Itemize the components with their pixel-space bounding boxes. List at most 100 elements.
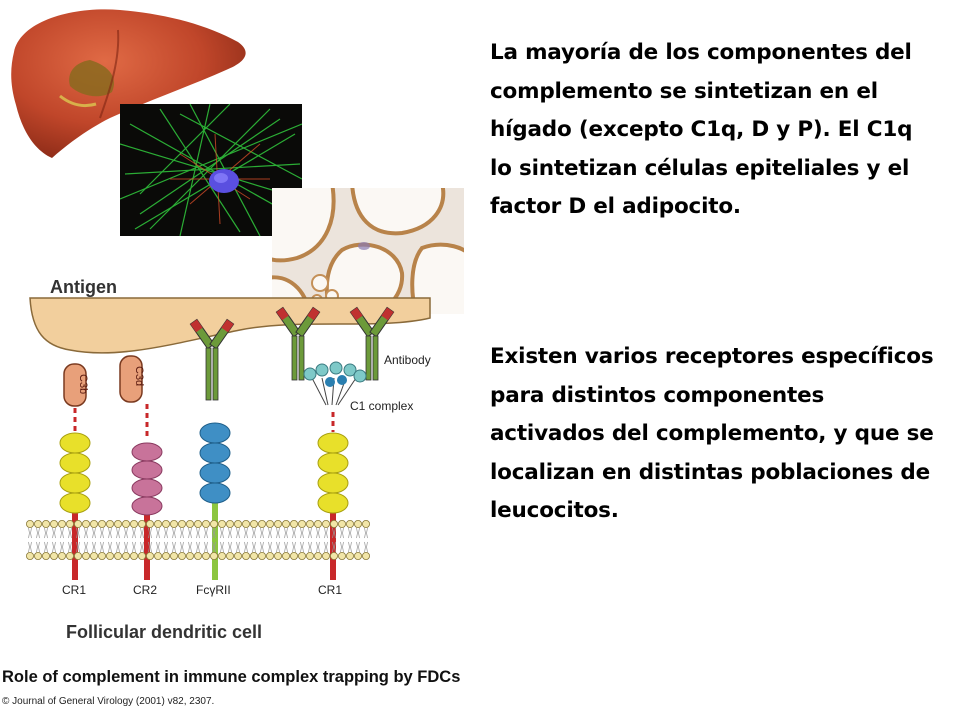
lipid-head: [209, 552, 218, 561]
lipid-tail: [44, 527, 48, 539]
lipid-tail: [60, 541, 64, 553]
lipid-tail: [44, 541, 48, 553]
lipid-head: [313, 520, 322, 529]
lipid-head: [42, 520, 51, 529]
lipid-head: [353, 520, 362, 529]
lipid-tail: [92, 527, 96, 539]
lipid-head: [122, 552, 131, 561]
lipid-tail: [292, 541, 296, 553]
lipid-tail: [28, 527, 32, 539]
lipid-head: [201, 520, 210, 529]
lipid-head: [122, 520, 131, 529]
lipid-tail: [172, 527, 176, 539]
lipid-head: [129, 520, 138, 529]
lipid-tail: [316, 541, 320, 553]
lipid-tail: [364, 541, 368, 553]
lipid-head: [225, 552, 234, 561]
lipid-head: [177, 520, 186, 529]
lipid-head: [361, 520, 370, 529]
lipid-tail: [292, 527, 296, 539]
lipid-tail: [204, 527, 208, 539]
lipid-head: [25, 520, 34, 529]
lipid-head: [25, 552, 34, 561]
lipid-head: [345, 552, 354, 561]
lipid-head: [329, 520, 338, 529]
lipid-tail: [244, 541, 248, 553]
lipid-head: [305, 520, 314, 529]
lipid-tail: [324, 527, 328, 539]
lipid-tail: [156, 527, 160, 539]
lipid-tail: [180, 541, 184, 553]
lipid-tail: [268, 527, 272, 539]
lipid-head: [58, 520, 67, 529]
lipid-head: [58, 552, 67, 561]
lipid-tail: [236, 541, 240, 553]
lipid-head: [161, 520, 170, 529]
lipid-head: [153, 520, 162, 529]
lipid-tail: [28, 541, 32, 553]
lipid-tail: [260, 527, 264, 539]
lipid-tail: [228, 541, 232, 553]
lipid-head: [90, 552, 99, 561]
antibody-fcgrii: [189, 318, 235, 401]
lipid-tail: [140, 527, 144, 539]
lipid-head: [161, 552, 170, 561]
lipid-head: [273, 552, 282, 561]
lipid-tail: [188, 541, 192, 553]
figure-credit: © Journal of General Virology (2001) v82…: [2, 696, 215, 707]
lipid-head: [273, 520, 282, 529]
lipid-head: [249, 552, 258, 561]
lipid-head: [361, 552, 370, 561]
lipid-head: [329, 552, 338, 561]
lipid-head: [129, 552, 138, 561]
lipid-tail: [220, 527, 224, 539]
lipid-tail: [124, 541, 128, 553]
lipid-head: [241, 520, 250, 529]
lipid-head: [337, 520, 346, 529]
lipid-head: [114, 552, 123, 561]
lipid-head: [321, 520, 330, 529]
lipid-tail: [52, 527, 56, 539]
lipid-tail: [212, 541, 216, 553]
lipid-head: [289, 520, 298, 529]
receptor-label-cr1-left: CR1: [62, 583, 86, 597]
lipid-head: [66, 520, 75, 529]
lipid-tail: [116, 541, 120, 553]
lipid-head: [185, 520, 194, 529]
lipid-head: [177, 552, 186, 561]
lipid-head: [74, 552, 83, 561]
lipid-tail: [156, 541, 160, 553]
lipid-tail: [84, 527, 88, 539]
lipid-head: [193, 552, 202, 561]
lipid-tail: [164, 527, 168, 539]
lipid-tail: [348, 541, 352, 553]
lipid-tail: [332, 527, 336, 539]
lipid-tail: [132, 541, 136, 553]
c3b-fragment: [63, 363, 87, 407]
lipid-tail: [124, 527, 128, 539]
lipid-tail: [356, 541, 360, 553]
liver-illustration: [11, 9, 246, 158]
lipid-tail: [268, 541, 272, 553]
lipid-head: [145, 520, 154, 529]
lipid-tail: [300, 527, 304, 539]
antibody-label: Antibody: [384, 353, 431, 367]
lipid-head: [201, 552, 210, 561]
lipid-tail: [356, 527, 360, 539]
lipid-head: [217, 552, 226, 561]
lipid-tail: [76, 541, 80, 553]
adipocyte-histology: [272, 188, 464, 314]
lipid-head: [82, 552, 91, 561]
lipid-tail: [332, 541, 336, 553]
lipid-tail: [236, 527, 240, 539]
c1-complex: [303, 361, 367, 406]
c3d-label: C3d: [133, 366, 145, 386]
lipid-tail: [100, 527, 104, 539]
fluorescence-micrograph: [120, 104, 302, 236]
lipid-tail: [340, 541, 344, 553]
lipid-head: [66, 552, 75, 561]
lipid-head: [281, 552, 290, 561]
lipid-tail: [36, 527, 40, 539]
lipid-tail: [316, 527, 320, 539]
lipid-tail: [276, 527, 280, 539]
